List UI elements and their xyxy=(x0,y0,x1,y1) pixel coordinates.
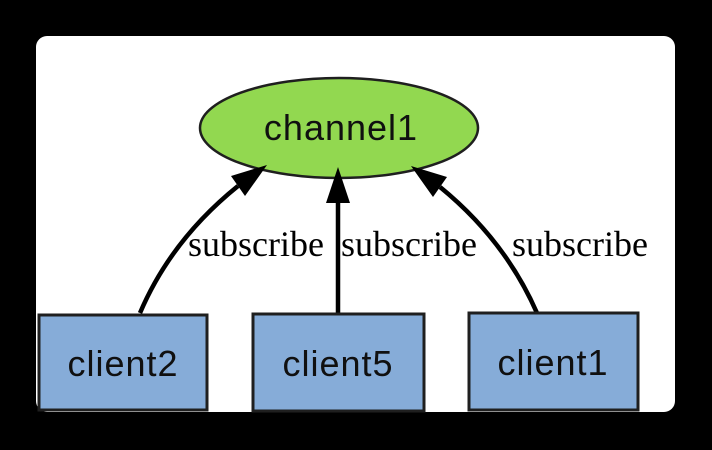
edge-client2-to-channel xyxy=(137,184,240,314)
arrowhead-client1-edge xyxy=(411,166,447,197)
arrowhead-client5-edge xyxy=(326,167,350,203)
client1-label: client1 xyxy=(497,342,608,383)
client2-label: client2 xyxy=(67,343,178,384)
edge-client1-to-channel xyxy=(438,185,540,314)
edge-label-client5: subscribe xyxy=(341,224,477,264)
client1-node xyxy=(467,311,640,412)
client5-node xyxy=(251,312,426,413)
channel-label: channel1 xyxy=(264,107,418,148)
client2-node xyxy=(37,313,209,412)
arrowhead-client2-edge xyxy=(231,165,267,196)
edge-label-client1: subscribe xyxy=(512,224,648,264)
edge-label-client2: subscribe xyxy=(188,224,324,264)
client5-label: client5 xyxy=(282,343,393,384)
